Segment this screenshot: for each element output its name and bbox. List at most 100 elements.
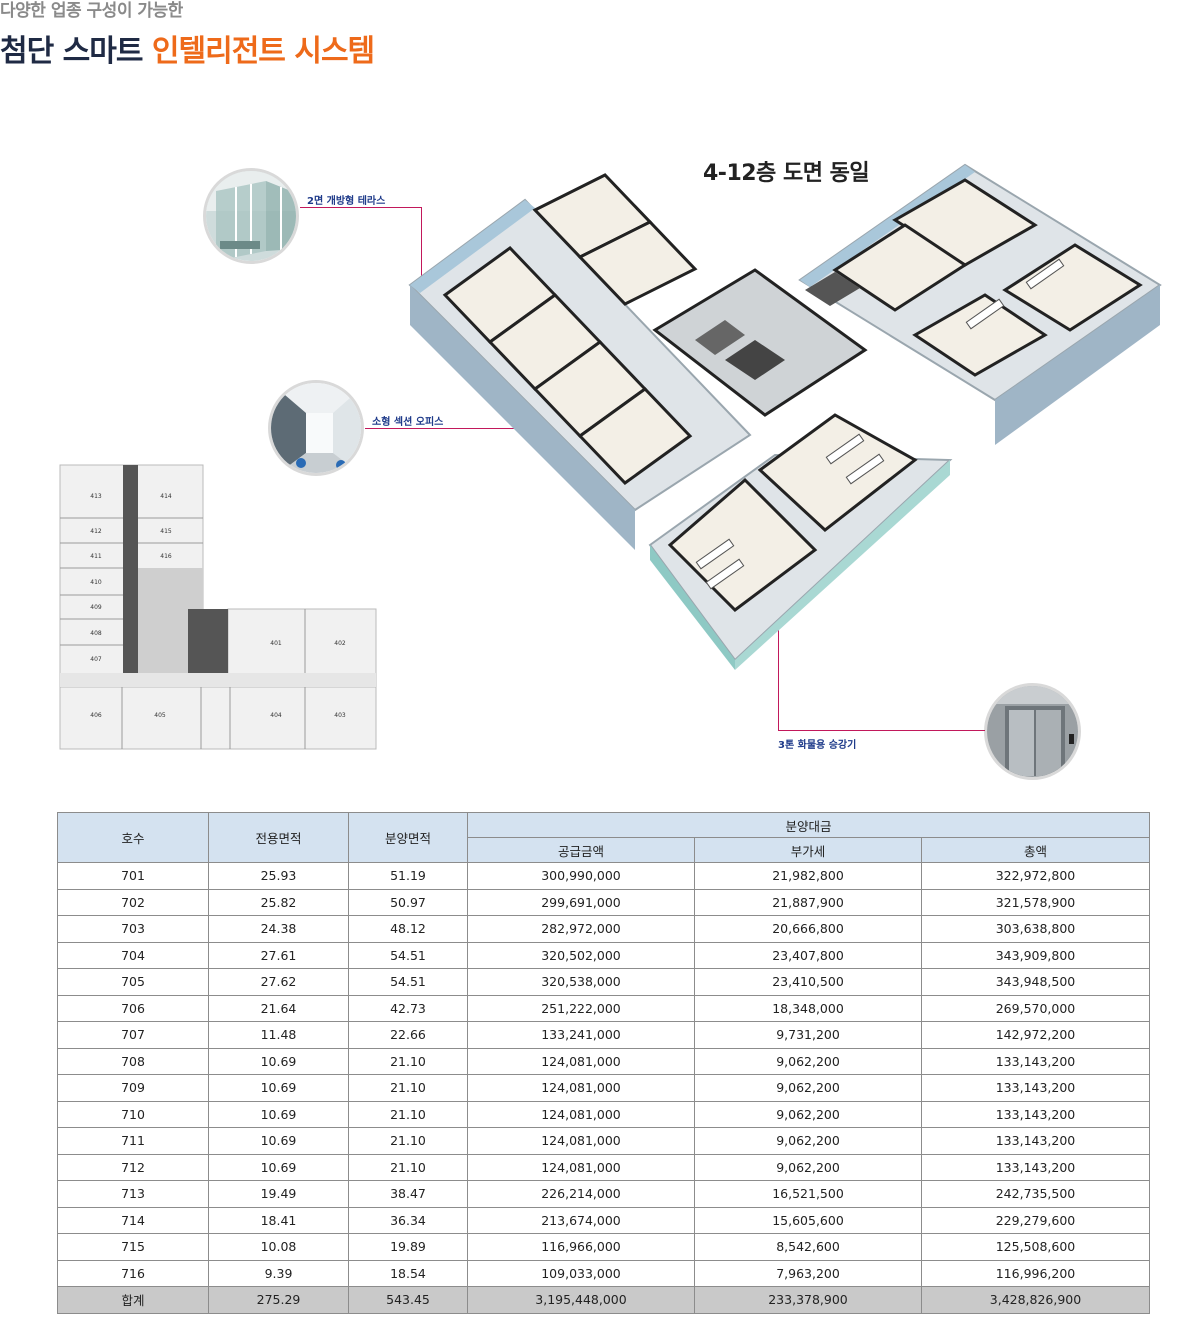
table-cell: 321,578,900 [921, 888, 1150, 916]
table-cell: 23,407,800 [694, 941, 922, 969]
table-cell: 27.62 [208, 968, 349, 996]
isometric-floor-illustration [408, 163, 1162, 670]
table-cell: 711 [57, 1127, 209, 1155]
header-price-group: 분양대금 [467, 812, 1150, 838]
unit-label: 401 [270, 640, 282, 647]
table-cell: 133,143,200 [921, 1074, 1150, 1102]
table-cell: 23,410,500 [694, 968, 922, 996]
table-cell: 702 [57, 888, 209, 916]
table-cell: 21,982,800 [694, 862, 922, 890]
header-sale-area: 분양면적 [348, 812, 468, 863]
table-cell: 10.69 [208, 1153, 349, 1181]
floor-plan: 413 414 412 415 411 416 410 409 408 407 … [59, 464, 377, 750]
table-cell: 21,887,900 [694, 888, 922, 916]
table-cell: 714 [57, 1206, 209, 1234]
table-cell: 322,972,800 [921, 862, 1150, 890]
table-cell: 242,735,500 [921, 1180, 1150, 1208]
table-cell: 21.10 [348, 1127, 468, 1155]
unit-label: 416 [160, 553, 172, 560]
section-subtitle: 다양한 업종 구성이 가능한 [0, 1, 183, 21]
table-cell: 9,062,200 [694, 1153, 922, 1181]
table-cell: 713 [57, 1180, 209, 1208]
table-cell: 18,348,000 [694, 994, 922, 1022]
table-cell: 24.38 [208, 915, 349, 943]
table-cell: 543.45 [348, 1286, 468, 1314]
header-total: 총액 [921, 837, 1150, 863]
table-cell: 10.69 [208, 1074, 349, 1102]
glass-terrace-photo [203, 168, 299, 264]
table-cell: 133,143,200 [921, 1047, 1150, 1075]
table-cell: 124,081,000 [467, 1047, 695, 1075]
table-cell: 51.19 [348, 862, 468, 890]
table-cell: 716 [57, 1259, 209, 1287]
callout-office-label: 소형 섹션 오피스 [372, 417, 444, 428]
table-cell: 133,143,200 [921, 1127, 1150, 1155]
unit-label: 405 [154, 712, 166, 719]
table-cell: 27.61 [208, 941, 349, 969]
table-cell: 50.97 [348, 888, 468, 916]
table-cell: 42.73 [348, 994, 468, 1022]
table-cell: 320,502,000 [467, 941, 695, 969]
table-cell: 712 [57, 1153, 209, 1181]
table-cell: 343,948,500 [921, 968, 1150, 996]
table-cell: 25.93 [208, 862, 349, 890]
unit-label: 412 [90, 528, 102, 535]
table-cell: 704 [57, 941, 209, 969]
unit-label: 406 [90, 712, 102, 719]
table-cell: 133,143,200 [921, 1100, 1150, 1128]
table-cell: 9,731,200 [694, 1021, 922, 1049]
leader-line [365, 428, 583, 429]
unit-label: 404 [270, 712, 282, 719]
table-cell: 21.10 [348, 1074, 468, 1102]
table-cell: 124,081,000 [467, 1074, 695, 1102]
table-cell: 703 [57, 915, 209, 943]
table-cell: 116,996,200 [921, 1259, 1150, 1287]
table-cell: 124,081,000 [467, 1100, 695, 1128]
table-cell: 19.89 [348, 1233, 468, 1261]
table-cell: 7,963,200 [694, 1259, 922, 1287]
unit-label: 410 [90, 579, 102, 586]
table-cell: 9,062,200 [694, 1074, 922, 1102]
table-cell: 706 [57, 994, 209, 1022]
table-cell: 48.12 [348, 915, 468, 943]
table-cell: 18.54 [348, 1259, 468, 1287]
table-cell: 320,538,000 [467, 968, 695, 996]
table-cell: 합계 [57, 1286, 209, 1314]
table-cell: 9.39 [208, 1259, 349, 1287]
table-cell: 38.47 [348, 1180, 468, 1208]
unit-label: 414 [160, 493, 172, 500]
table-cell: 10.08 [208, 1233, 349, 1261]
table-cell: 705 [57, 968, 209, 996]
table-cell: 125,508,600 [921, 1233, 1150, 1261]
table-cell: 15,605,600 [694, 1206, 922, 1234]
header-supply-price: 공급금액 [467, 837, 695, 863]
table-cell: 9,062,200 [694, 1100, 922, 1128]
unit-label: 402 [334, 640, 346, 647]
title-dark-part: 첨단 스마트 [0, 34, 143, 69]
table-cell: 21.10 [348, 1153, 468, 1181]
table-cell: 16,521,500 [694, 1180, 922, 1208]
table-cell: 116,966,000 [467, 1233, 695, 1261]
table-cell: 299,691,000 [467, 888, 695, 916]
table-cell: 213,674,000 [467, 1206, 695, 1234]
table-cell: 18.41 [208, 1206, 349, 1234]
table-cell: 707 [57, 1021, 209, 1049]
table-cell: 300,990,000 [467, 862, 695, 890]
table-cell: 11.48 [208, 1021, 349, 1049]
table-cell: 10.69 [208, 1047, 349, 1075]
table-cell: 36.34 [348, 1206, 468, 1234]
table-cell: 275.29 [208, 1286, 349, 1314]
table-cell: 124,081,000 [467, 1127, 695, 1155]
table-cell: 3,195,448,000 [467, 1286, 695, 1314]
